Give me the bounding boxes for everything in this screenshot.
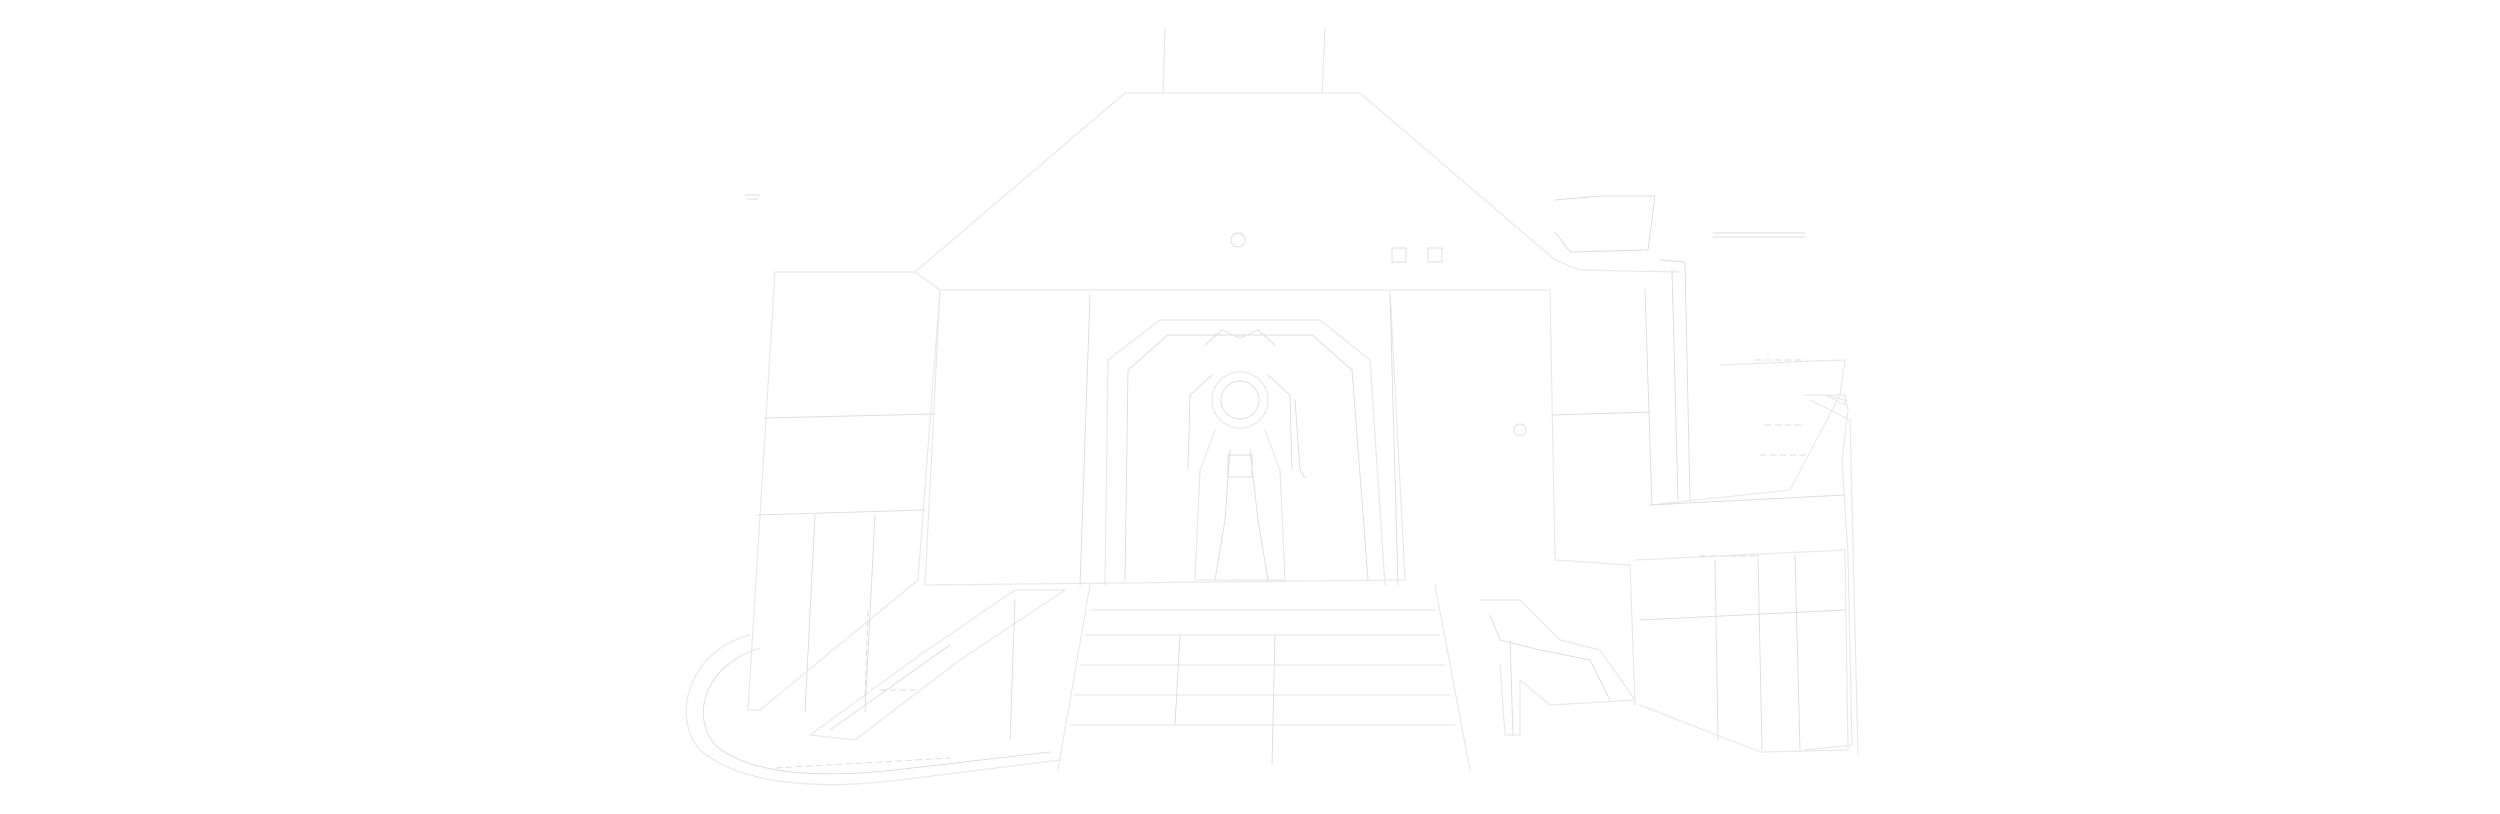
figure-halo (1211, 371, 1269, 429)
roof-outline (914, 92, 1681, 273)
chimney-left (1162, 27, 1166, 94)
alcove-arch (1104, 319, 1386, 586)
left-wall-edge (747, 271, 776, 711)
left-panel-divider-1 (764, 413, 936, 419)
figure-wing-right (1267, 374, 1293, 471)
alcove-column-right (1389, 294, 1399, 586)
figure-body (1194, 429, 1286, 581)
central-alcove (924, 289, 1406, 586)
left-panel-vertical-2 (864, 514, 876, 713)
ramp-dash-2 (775, 757, 951, 769)
annex-divider-2 (1639, 609, 1846, 621)
chimney-right (1321, 27, 1326, 94)
annex-right-block (1824, 394, 1846, 406)
ramp-post (1009, 599, 1016, 741)
step-post-1 (1174, 634, 1181, 726)
ramp-rail (829, 644, 951, 731)
roof-lamp (1230, 232, 1246, 248)
ramp-outline (809, 589, 1066, 741)
ground-curve-inner (702, 647, 1051, 775)
alcove-arch-inner (1124, 334, 1369, 581)
figure-head (1220, 380, 1260, 420)
roof-vent-2 (1427, 247, 1443, 263)
right-wall (1389, 259, 1691, 706)
annex-post-2 (1757, 554, 1763, 751)
top-bracket (1554, 195, 1656, 253)
roof-structure (914, 27, 1681, 273)
bench-leg (1509, 639, 1514, 736)
front-steps (1057, 584, 1471, 771)
right-annex (1634, 232, 1859, 756)
figure-crown (1204, 329, 1276, 346)
bench-outline (1479, 599, 1636, 736)
right-wall-edge (1644, 289, 1653, 506)
annex-outline (1649, 359, 1846, 506)
ground-curve (685, 634, 1061, 786)
figure-staff (1294, 399, 1306, 479)
standing-figure (1187, 329, 1306, 581)
step-post-2 (1271, 634, 1276, 766)
alcove-column-left (1079, 294, 1091, 586)
annex-tower (1804, 394, 1853, 751)
right-pipe (1659, 259, 1691, 501)
step-rail-right (1434, 584, 1471, 771)
step-rail-left (1057, 584, 1091, 771)
left-wall-outline (747, 271, 941, 711)
annex-far-right (1809, 399, 1859, 756)
right-fixture (1513, 423, 1527, 437)
left-wall (744, 194, 941, 713)
left-panel-divider-2 (756, 509, 926, 516)
left-panel-vertical (804, 514, 816, 713)
bench-area (1479, 599, 1636, 736)
bench-back (1489, 614, 1611, 701)
right-wall-divider (1551, 411, 1651, 416)
annex-divider-1 (1649, 494, 1846, 506)
right-wall-outline (1389, 289, 1636, 706)
figure-robe-fold-2 (1249, 449, 1269, 581)
right-pipe-2 (1671, 269, 1679, 501)
ground-and-ramp (685, 589, 1066, 786)
roof-vent-1 (1391, 247, 1407, 263)
figure-wing-left (1187, 374, 1213, 471)
alcove-frame-outer (924, 289, 1406, 586)
figure-hands (1227, 454, 1253, 478)
annex-post-1 (1714, 559, 1719, 741)
ramp-dash-1 (864, 609, 869, 701)
annex-box-lower (1634, 549, 1849, 753)
annex-post-3 (1794, 554, 1801, 751)
